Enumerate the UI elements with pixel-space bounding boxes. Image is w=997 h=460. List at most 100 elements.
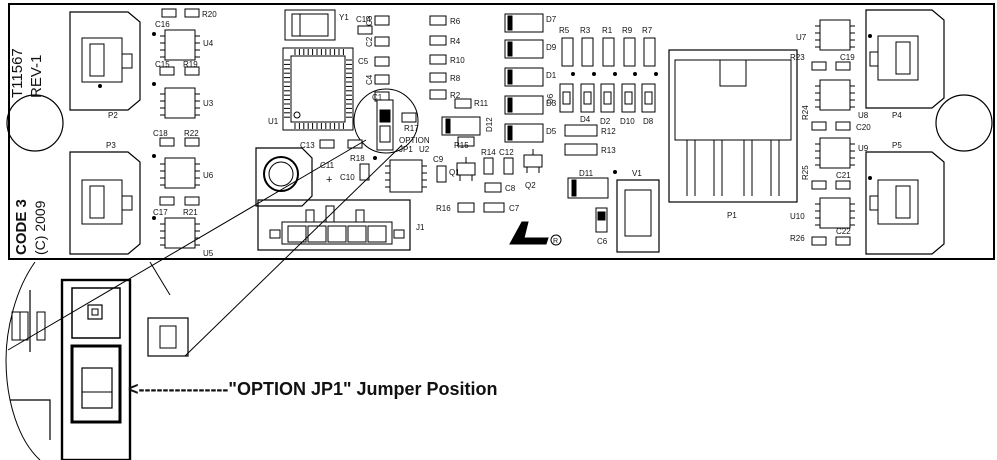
res-r13 [564, 143, 598, 156]
label-jp1: JP1 [399, 145, 413, 154]
label-r14: R14 [481, 148, 496, 157]
label-c14: C14 [356, 15, 371, 24]
cap-c19 [835, 61, 851, 71]
cap-c21 [835, 180, 851, 190]
label-r19: R19 [183, 60, 198, 69]
label-d10: D10 [620, 117, 635, 126]
label-j1: J1 [416, 223, 425, 232]
label-u5: U5 [203, 249, 214, 258]
label-c6: C6 [597, 237, 608, 246]
label-d8: D8 [643, 117, 654, 126]
label-c17: C17 [153, 208, 168, 217]
label-c13: C13 [300, 141, 315, 150]
label-r12: R12 [601, 127, 616, 136]
label-r24: R24 [801, 105, 810, 120]
diode-d7 [504, 13, 544, 33]
transistor-q2 [523, 149, 543, 173]
res-r20 [184, 8, 200, 18]
label-r18: R18 [350, 154, 365, 163]
label-r1: R1 [602, 26, 613, 35]
label-r9: R9 [622, 26, 633, 35]
label-c9: C9 [433, 155, 444, 164]
diode-d1 [504, 67, 544, 87]
label-r22: R22 [184, 129, 199, 138]
label-p4: P4 [892, 111, 902, 120]
res-r26 [811, 236, 827, 246]
label-d1: D1 [546, 71, 557, 80]
label-c7: C7 [509, 204, 520, 213]
label-r3: R3 [580, 26, 591, 35]
ic-u6 [152, 154, 200, 189]
cap-c9 [436, 165, 447, 183]
label-c19: C19 [840, 53, 855, 62]
cap-c16 [161, 8, 177, 18]
label-r11: R11 [474, 99, 489, 108]
label-c21: C21 [836, 171, 851, 180]
cap-c14 [357, 25, 373, 35]
cap-c10 [359, 163, 370, 181]
label-c4: C4 [365, 74, 374, 85]
connector-j1 [257, 199, 411, 251]
label-q2: Q2 [525, 181, 536, 190]
label-y1: Y1 [339, 13, 349, 22]
label-u9: U9 [858, 144, 869, 153]
cap-c22 [835, 236, 851, 246]
connector-p3 [69, 151, 141, 255]
connector-p2 [69, 11, 141, 111]
res-r21 [184, 196, 200, 206]
label-d4: D4 [580, 115, 591, 124]
jp1-highlight-circle [353, 88, 419, 154]
res-r8 [429, 72, 447, 83]
led-row [559, 83, 656, 113]
res-r7 [643, 37, 656, 67]
label-r10: R10 [450, 56, 465, 65]
brand-logo: R [509, 221, 562, 246]
label-c10: C10 [340, 173, 355, 182]
label-r7: R7 [642, 26, 653, 35]
label-c5: C5 [358, 57, 369, 66]
cap-c17 [159, 196, 175, 206]
label-c16: C16 [155, 20, 170, 29]
label-r5: R5 [559, 26, 570, 35]
diode-d3 [504, 95, 544, 115]
label-c12: C12 [499, 148, 514, 157]
svg-text:R: R [553, 238, 558, 245]
res-r22 [184, 137, 200, 147]
cap-c3 [374, 15, 390, 26]
label-r25: R25 [801, 165, 810, 180]
u1-pins [284, 49, 352, 129]
label-r26: R26 [790, 234, 805, 243]
label-u7: U7 [796, 33, 807, 42]
ic-u5 [152, 216, 200, 249]
label-option: OPTION [399, 136, 430, 145]
connector-p4 [865, 9, 945, 109]
label-u2: U2 [419, 145, 430, 154]
ic-u1 [282, 47, 354, 131]
mounting-hole-right [935, 94, 993, 152]
ic-u10 [815, 197, 855, 229]
ic-u3 [152, 82, 200, 119]
board-outline [8, 3, 995, 260]
label-r6: R6 [450, 17, 461, 26]
res-r15 [457, 136, 475, 147]
label-d12: D12 [485, 117, 494, 132]
part-number-text: T11567 [9, 48, 26, 98]
ic-u7 [815, 19, 855, 51]
label-r20: R20 [202, 10, 217, 19]
label-u1: U1 [268, 117, 279, 126]
mounting-hole-left [6, 94, 64, 152]
label-c8: C8 [505, 184, 516, 193]
crystal-y1 [284, 9, 336, 41]
label-r2: R2 [450, 91, 461, 100]
label-c22: C22 [836, 227, 851, 236]
label-r13: R13 [601, 146, 616, 155]
cap-c15 [159, 66, 175, 76]
callout-label: <---------------"OPTION JP1" Jumper Posi… [128, 379, 498, 399]
label-c11: C11 [320, 161, 335, 170]
label-v1: V1 [632, 169, 642, 178]
res-r14 [483, 157, 494, 175]
diode-d12 [441, 116, 481, 136]
res-r9 [623, 37, 636, 67]
label-u10: U10 [790, 212, 805, 221]
